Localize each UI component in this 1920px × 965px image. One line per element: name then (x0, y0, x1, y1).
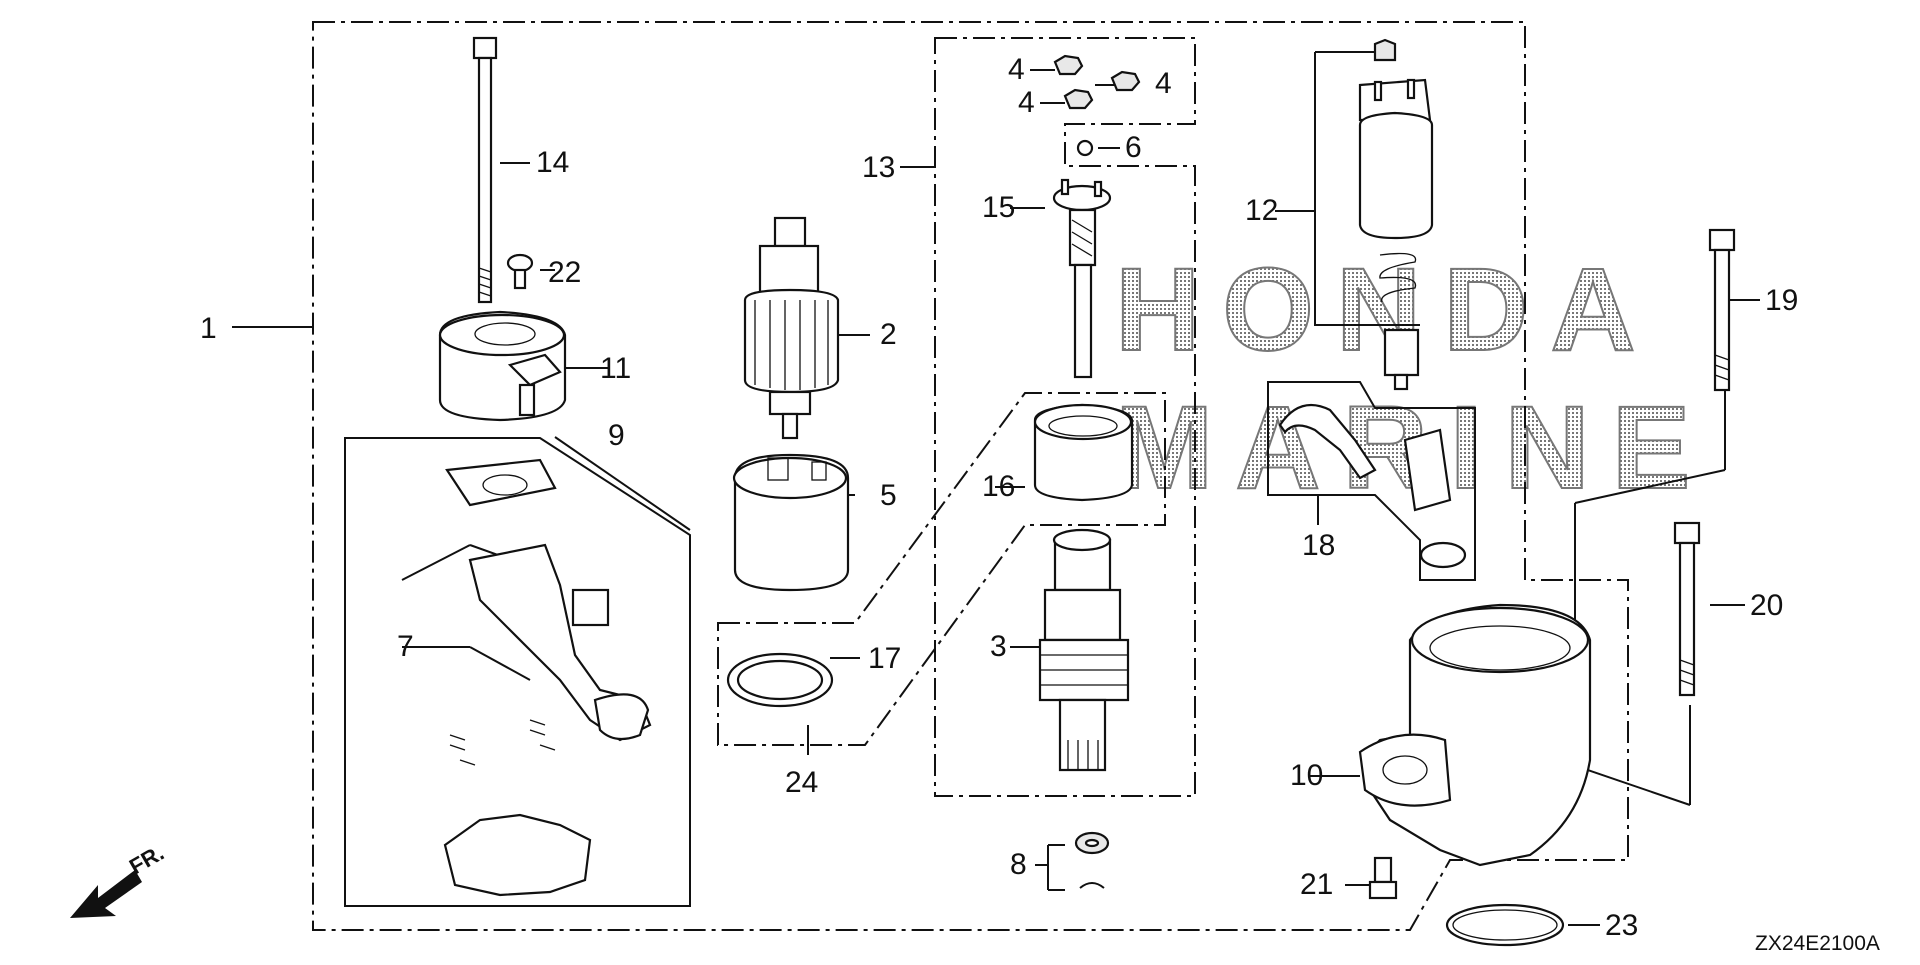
part-5-yoke (732, 453, 850, 592)
part-18-lever-and-seal (1278, 403, 1467, 569)
part-15-shaft (1052, 178, 1112, 379)
part-23-o-ring (1445, 903, 1565, 947)
part-14-through-bolt (472, 36, 498, 304)
part-12-solenoid (1358, 38, 1434, 391)
callout-labels: 1 2 3 4 4 4 5 6 7 8 9 10 11 12 13 14 15 … (200, 53, 1798, 942)
part-24-boundary (717, 392, 1166, 746)
callout-1: 1 (200, 312, 217, 345)
callout-2: 2 (880, 318, 897, 351)
callout-5: 5 (880, 479, 897, 512)
callout-23: 23 (1605, 909, 1638, 942)
part-20-bolt (1673, 521, 1701, 697)
callout-17: 17 (868, 642, 901, 675)
callout-19: 19 (1765, 284, 1798, 317)
drive-group-boundary (934, 37, 1196, 797)
part-19-bolt (1708, 228, 1736, 392)
brush-holder-boundary (344, 437, 691, 907)
leader-lines (232, 69, 1760, 926)
callout-8: 8 (1010, 848, 1027, 881)
assembly-boundary (312, 21, 1629, 931)
part-18-boundary (1267, 381, 1476, 581)
part-12-bracket (1314, 51, 1420, 326)
part-21-bolt (1368, 856, 1398, 900)
watermark-line-2: MARINE (1115, 382, 1712, 514)
callout-15: 15 (982, 191, 1015, 224)
callout-24: 24 (785, 766, 818, 799)
part-2-armature (743, 216, 840, 440)
watermark-line-1: HONDA (1115, 244, 1658, 376)
callout-4b: 4 (1155, 67, 1172, 100)
callout-3: 3 (990, 630, 1007, 663)
front-direction-arrow: FR. (70, 840, 168, 918)
part-8-washer-and-clip (1074, 831, 1110, 889)
callout-4c: 4 (1018, 86, 1035, 119)
callout-16: 16 (982, 470, 1015, 503)
part-22-screw (506, 253, 534, 290)
callout-18: 18 (1302, 529, 1335, 562)
callout-20: 20 (1750, 589, 1783, 622)
part-17-ring (726, 652, 834, 708)
callout-4a: 4 (1008, 53, 1025, 86)
part-16-internal-gear (1033, 403, 1134, 502)
part-6-ball (1076, 139, 1094, 157)
callout-10: 10 (1290, 759, 1323, 792)
callout-11: 11 (600, 352, 631, 385)
callout-21: 21 (1300, 868, 1333, 901)
callout-14: 14 (536, 146, 569, 179)
drawing-code: ZX24E2100A (1755, 932, 1880, 955)
part-9-brush-holder (443, 458, 652, 897)
part-4-nuts (1053, 54, 1141, 110)
part-11-rear-cover (438, 310, 567, 422)
callout-6: 6 (1125, 131, 1142, 164)
part-3-pinion-clutch (1038, 528, 1130, 772)
callout-12: 12 (1245, 194, 1278, 227)
part-10-front-housing (1358, 603, 1592, 867)
honda-marine-watermark: HONDA MARINE (1114, 243, 1712, 515)
callout-9: 9 (608, 419, 625, 452)
callout-7: 7 (397, 630, 414, 663)
callout-13: 13 (862, 151, 895, 184)
callout-22: 22 (548, 256, 581, 289)
